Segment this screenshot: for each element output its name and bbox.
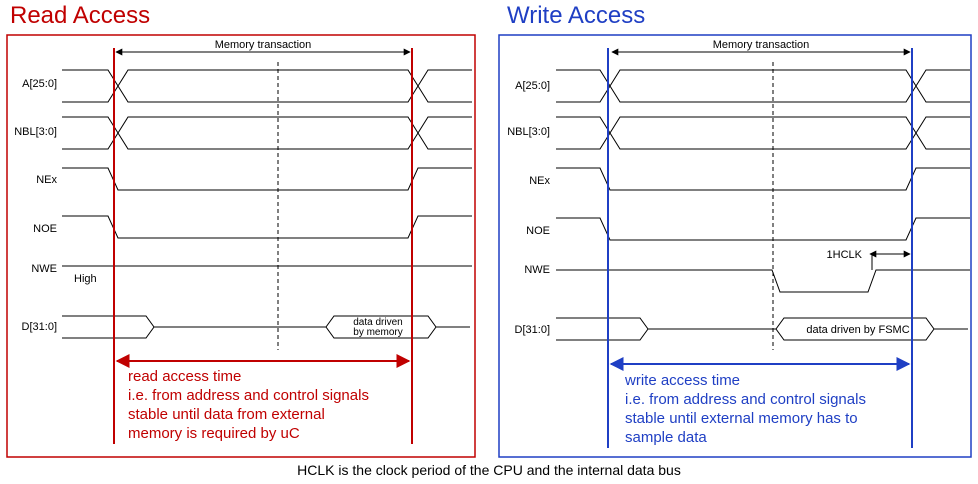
read-desc-line-4: memory is required by uC — [128, 425, 300, 442]
read-memory-transaction-label: Memory transaction — [215, 39, 312, 51]
read-desc-line-3: stable until data from external — [128, 406, 325, 423]
read-diagram: Memory transaction A[25:0] NBL[3:0] NEx … — [6, 34, 476, 458]
read-a-bus-start — [62, 69, 119, 103]
write-diagram: Memory transaction A[25:0] NBL[3:0] NEx … — [498, 34, 972, 458]
write-data-label: data driven by FSMC — [806, 324, 909, 336]
read-d-bus-start — [62, 315, 155, 339]
write-memory-transaction-label: Memory transaction — [713, 39, 810, 51]
write-desc-line-4: sample data — [625, 429, 707, 446]
read-d-bus-valid — [325, 315, 437, 339]
read-description: read access time i.e. from address and c… — [128, 368, 373, 442]
write-hclk-label: 1HCLK — [827, 249, 863, 261]
write-signal-nbl: NBL[3:0] — [507, 126, 550, 138]
write-frame — [498, 34, 972, 458]
read-nbl-bus-valid — [117, 116, 419, 150]
write-nbl-bus-valid — [609, 116, 917, 150]
read-data-label-2: by memory — [353, 327, 402, 338]
read-noe-waveform — [62, 215, 472, 239]
read-nex-waveform — [62, 167, 472, 191]
read-desc-line-2: i.e. from address and control signals — [128, 387, 369, 404]
read-signal-nbl: NBL[3:0] — [14, 126, 57, 138]
write-nwe-waveform — [556, 269, 970, 293]
read-data-label-1: data driven — [353, 317, 402, 328]
read-nwe-high-note: High — [74, 273, 97, 285]
read-nbl-bus-end — [417, 116, 472, 150]
footer-note: HCLK is the clock period of the CPU and … — [297, 462, 681, 478]
write-desc-line-1: write access time — [624, 372, 740, 389]
write-signal-noe: NOE — [526, 225, 550, 237]
write-description: write access time i.e. from address and … — [624, 372, 870, 446]
write-signal-nwe: NWE — [524, 264, 550, 276]
write-d-bus-start — [556, 317, 649, 341]
read-signal-noe: NOE — [33, 223, 57, 235]
write-nbl-bus-start — [556, 116, 611, 150]
read-signal-d: D[31:0] — [22, 321, 57, 333]
read-access-title: Read Access — [10, 2, 151, 29]
write-desc-line-3: stable until external memory has to — [625, 410, 858, 427]
read-signal-a: A[25:0] — [22, 78, 57, 90]
write-access-title: Write Access — [507, 2, 646, 29]
write-noe-waveform — [556, 217, 970, 241]
read-frame — [6, 34, 476, 458]
write-nex-waveform — [556, 167, 970, 191]
read-signal-nex: NEx — [36, 174, 57, 186]
read-nbl-bus-start — [62, 116, 119, 150]
read-a-bus-end — [417, 69, 472, 103]
write-a-bus-start — [556, 69, 611, 103]
read-signal-nwe: NWE — [31, 263, 57, 275]
write-signal-d: D[31:0] — [515, 324, 550, 336]
write-nbl-bus-end — [915, 116, 970, 150]
write-signal-a: A[25:0] — [515, 80, 550, 92]
write-a-bus-valid — [609, 69, 917, 103]
read-desc-line-1: read access time — [128, 368, 241, 385]
write-desc-line-2: i.e. from address and control signals — [625, 391, 866, 408]
write-d-bus-valid — [775, 317, 935, 341]
write-a-bus-end — [915, 69, 970, 103]
write-signal-nex: NEx — [529, 175, 550, 187]
read-a-bus-valid — [117, 69, 419, 103]
